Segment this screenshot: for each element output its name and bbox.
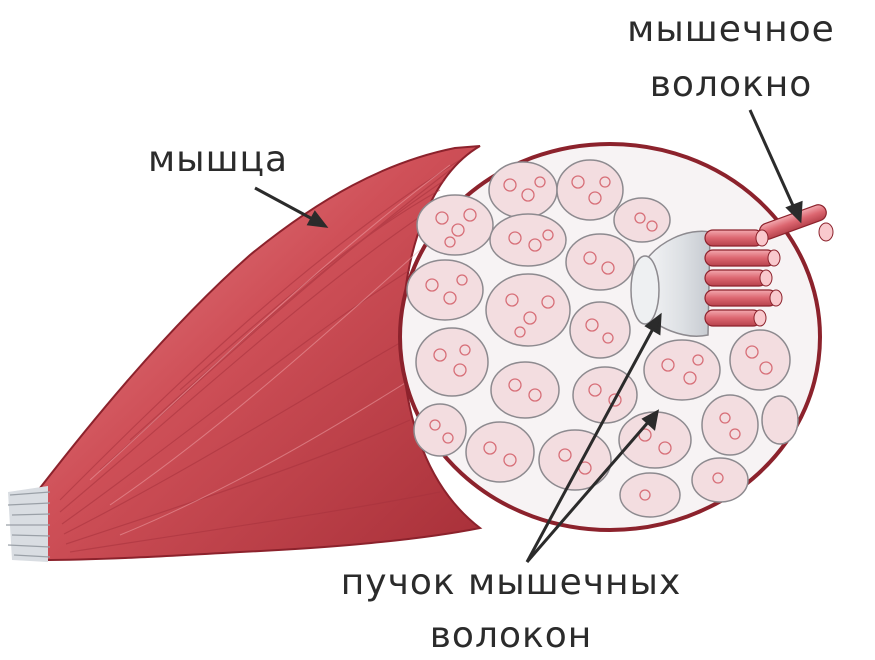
- fiber-bundle: [614, 198, 670, 242]
- fiber-bundle: [566, 234, 634, 290]
- fiber-bundle: [730, 330, 790, 390]
- fiber-bundle: [466, 422, 534, 482]
- fiber-bundle: [489, 162, 557, 218]
- fiber-bundle: [692, 458, 748, 502]
- muscle-fiber: [705, 290, 777, 306]
- label-muscle-fiber-line2: волокно: [606, 67, 856, 103]
- fiber-bundle: [762, 396, 798, 444]
- tendon: [6, 486, 50, 562]
- label-muscle: мышца: [148, 142, 288, 178]
- fiber-bundle: [414, 404, 466, 456]
- muscle-fiber: [705, 310, 761, 326]
- fiber-bundle: [557, 160, 623, 220]
- fiber-bundle: [702, 395, 758, 455]
- fiber-bundle: [416, 328, 488, 396]
- fiber-bundle: [490, 214, 566, 266]
- muscle-fiber: [705, 270, 767, 286]
- muscle-cross-section: [400, 144, 820, 530]
- fiber-bundle: [486, 274, 570, 346]
- label-fiber-bundle-line1: пучок мышечных: [291, 565, 731, 601]
- muscle-fiber: [705, 230, 763, 246]
- fiber-bundle: [491, 362, 559, 418]
- label-fiber-bundle-line2: волокон: [291, 618, 731, 654]
- fiber-bundle: [570, 302, 630, 358]
- fiber-bundle: [539, 430, 611, 490]
- label-muscle-fiber-line1: мышечное: [606, 12, 856, 48]
- fiber-bundle: [644, 340, 720, 400]
- fiber-bundle: [407, 260, 483, 320]
- muscle-fiber: [705, 250, 775, 266]
